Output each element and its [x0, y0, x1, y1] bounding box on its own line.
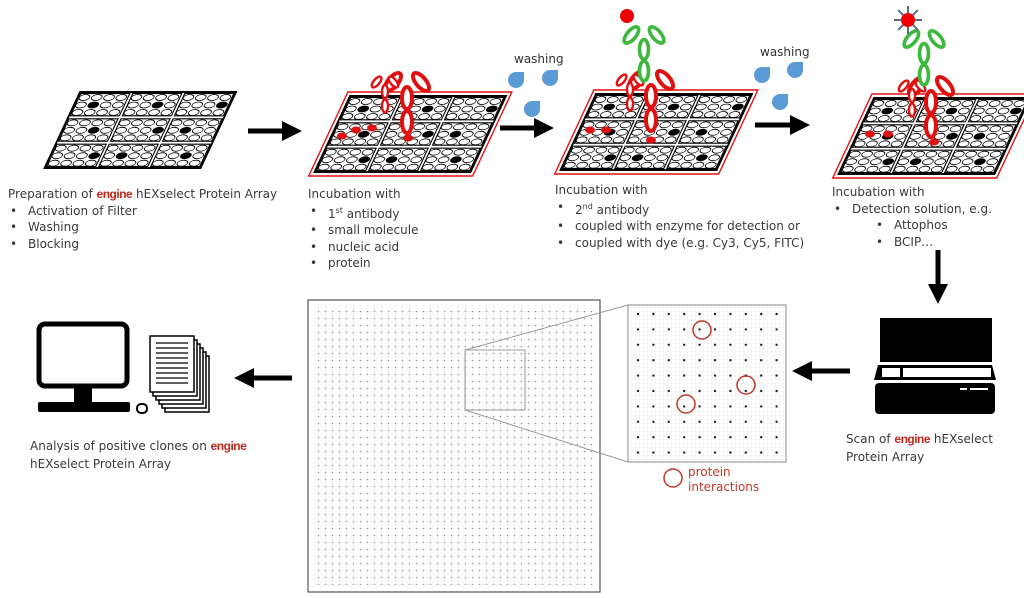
step3-text: Incubation with 2nd antibody coupled wit… — [555, 182, 804, 251]
list-item: Attophos — [832, 217, 992, 234]
list-item: coupled with enzyme for detection or — [555, 218, 804, 235]
array-scan-image — [307, 299, 629, 593]
list-item: 1st antibody — [308, 203, 418, 223]
step4-title: Incubation with — [832, 185, 925, 199]
list-item: small molecule — [308, 222, 418, 239]
list-item: BCIP… — [832, 234, 992, 251]
step1-title: Preparation of — [8, 187, 93, 201]
drop-icon — [754, 67, 770, 83]
antibody-icon — [370, 75, 400, 114]
drop-icon — [508, 72, 524, 88]
plate-icon — [831, 93, 1024, 179]
monitor-icon — [36, 321, 148, 414]
legend-circle-icon — [663, 468, 683, 488]
step3-title: Incubation with — [555, 183, 648, 197]
plate-icon — [43, 91, 238, 169]
scan-text: Scan of engine hEXselect Protein Array — [846, 432, 993, 464]
interaction-circle — [736, 375, 756, 395]
step1-title-rest: hEXselect Protein Array — [136, 187, 278, 201]
list-item: protein — [308, 255, 418, 272]
list-item: Detection solution, e.g. — [832, 201, 992, 218]
enzyme-signal-icon — [894, 6, 922, 34]
brand-logo: engine — [894, 432, 931, 446]
list-item: coupled with dye (e.g. Cy3, Cy5, FITC) — [555, 235, 804, 252]
step4-text: Incubation with Detection solution, e.g.… — [832, 184, 992, 250]
step2-text: Incubation with 1st antibody small molec… — [308, 186, 418, 272]
drop-icon — [542, 70, 558, 86]
list-item: Activation of Filter — [8, 203, 277, 220]
brand-logo: engine — [96, 187, 133, 201]
array-zoom-inset — [627, 304, 787, 463]
washing-label: washing — [760, 45, 810, 59]
list-item: Washing — [8, 219, 277, 236]
brand-logo: engine — [210, 439, 247, 453]
dye-icon — [620, 9, 634, 23]
drop-icon — [787, 62, 803, 78]
list-item: nucleic acid — [308, 239, 418, 256]
antibody-icon — [897, 79, 927, 118]
interaction-circle — [692, 320, 712, 340]
list-item: Blocking — [8, 236, 277, 253]
antibody-icon — [622, 25, 666, 83]
antibody-icon — [902, 29, 946, 87]
bound-molecule — [337, 132, 347, 140]
bound-molecule — [367, 124, 377, 132]
plate-icon — [553, 89, 759, 175]
drop-icon — [524, 101, 540, 117]
documents-icon — [149, 335, 210, 413]
bound-molecule — [403, 134, 413, 142]
interaction-circle — [676, 394, 696, 414]
washing-label: washing — [514, 52, 564, 66]
bound-molecule — [351, 126, 361, 134]
drop-icon — [772, 94, 788, 110]
analysis-text: Analysis of positive clones on engine hE… — [30, 439, 247, 471]
step2-title: Incubation with — [308, 187, 401, 201]
plate-icon — [307, 91, 513, 177]
step1-text: Preparation of engine hEXselect Protein … — [8, 186, 277, 252]
legend-label: protein interactions — [688, 465, 760, 494]
scanner-icon — [874, 318, 996, 414]
list-item: 2nd antibody — [555, 199, 804, 219]
